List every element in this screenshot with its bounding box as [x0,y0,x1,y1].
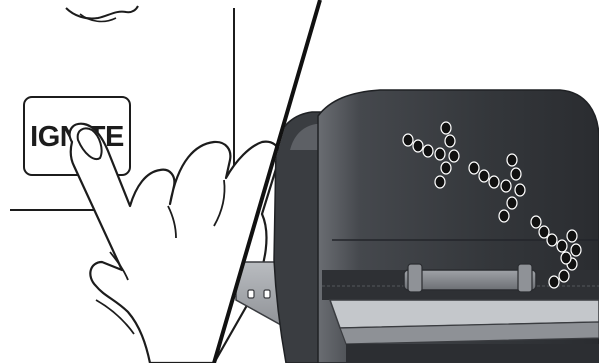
ignite-instruction-illustration: IGNITE [0,0,599,363]
